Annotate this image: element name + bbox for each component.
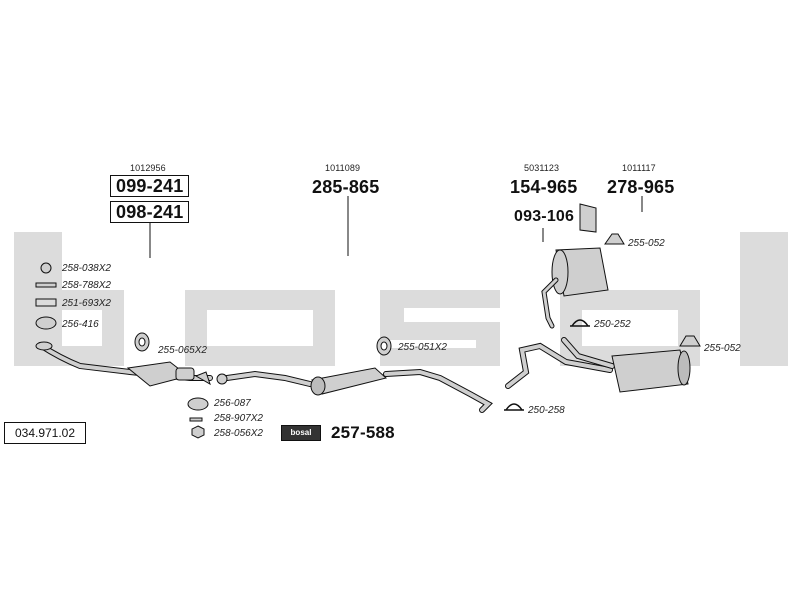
accessory-label-spring: 251-693X2 <box>62 298 111 309</box>
bolt-label: 258-907X2 <box>214 413 263 424</box>
front-part-primary[interactable]: 099-241 <box>110 175 190 197</box>
spring-icon <box>35 298 57 307</box>
middle-hanger-label: 255-051X2 <box>398 342 447 353</box>
clamp-upper-label: 250-252 <box>594 319 631 330</box>
rear-left-oem-ref: 5031123 <box>524 163 560 173</box>
front-pipe <box>35 341 213 387</box>
middle-part-primary[interactable]: 285-865 <box>312 177 380 197</box>
bosal-mounting-kit-badge: bosal <box>281 425 321 441</box>
front-part-secondary[interactable]: 098-241 <box>110 201 190 223</box>
rear-right-part-primary[interactable]: 278-965 <box>607 177 675 197</box>
rear-lower-silencer <box>611 349 689 393</box>
bracket-icon <box>579 203 597 233</box>
watermark-letters <box>14 232 788 366</box>
gasket-icon <box>187 397 209 411</box>
nut-icon <box>40 262 52 274</box>
accessory-label-gasket: 256-416 <box>62 319 99 330</box>
front-hanger-label: 255-065X2 <box>158 345 207 356</box>
rear-lower-section <box>505 337 691 393</box>
hex-nut-icon <box>191 425 205 439</box>
clamp-lower <box>504 403 524 411</box>
rear-right-oem-ref: 1011117 <box>622 163 656 173</box>
rear-hanger-right <box>679 335 701 347</box>
stud-icon <box>35 282 57 288</box>
small-hardware-icons <box>187 397 209 439</box>
rear-hanger-top <box>604 233 625 245</box>
nut-label: 258-056X2 <box>214 428 263 439</box>
rear-hanger-right-label: 255-052 <box>704 343 741 354</box>
rear-hanger-top-label: 255-052 <box>628 238 665 249</box>
rear-upper-silencer <box>541 247 609 329</box>
accessory-label-nut: 258-038X2 <box>62 263 111 274</box>
mounting-kit-part[interactable]: 257-588 <box>331 423 395 442</box>
clamp-lower-label: 250-258 <box>528 405 565 416</box>
rear-left-part-secondary[interactable]: 093-106 <box>514 208 575 225</box>
bolt-icon <box>189 417 203 422</box>
gasket-label: 256-087 <box>214 398 251 409</box>
front-hanger <box>134 332 150 352</box>
middle-hanger <box>376 336 392 356</box>
catalog-number: 034.971.02 <box>4 422 86 444</box>
front-oem-ref: 1012956 <box>130 163 166 173</box>
rear-left-part-primary[interactable]: 154-965 <box>510 177 578 197</box>
clamp-upper <box>570 319 590 327</box>
middle-section <box>216 367 493 413</box>
gasket-ring-icon <box>35 316 57 330</box>
accessory-icons <box>35 262 57 330</box>
middle-oem-ref: 1011089 <box>325 163 361 173</box>
accessory-label-stud: 258-788X2 <box>62 280 111 291</box>
